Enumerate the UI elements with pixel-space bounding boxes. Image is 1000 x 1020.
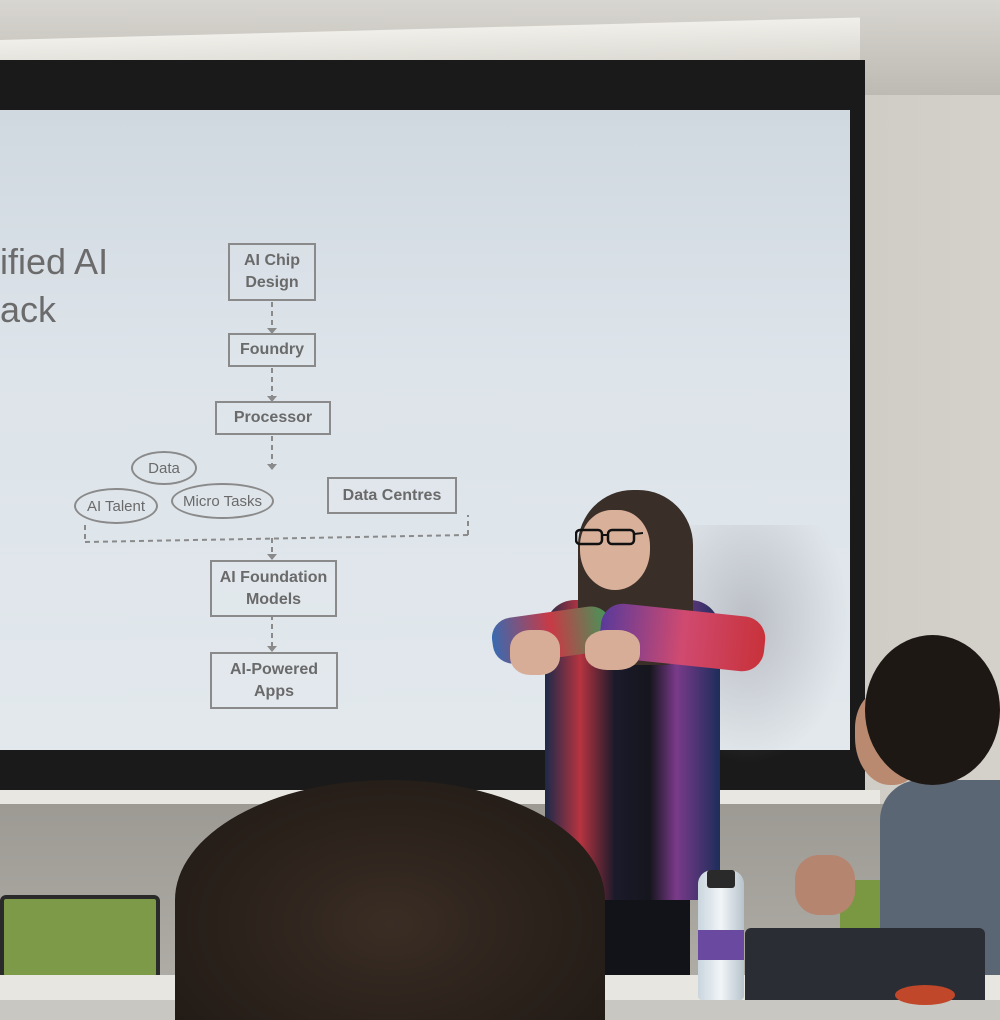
box-ai-foundation-models-line-1: AI Foundation bbox=[219, 568, 328, 586]
presenter-left-hand bbox=[510, 630, 560, 675]
slide-title-line-1: ified AI bbox=[0, 241, 109, 282]
audience-member-hair bbox=[865, 635, 1000, 785]
box-processor-label: Processor bbox=[233, 409, 313, 426]
presenter-right-hand bbox=[585, 630, 640, 670]
foreground-head-hair bbox=[175, 780, 605, 1020]
box-data-centres-label: Data Centres bbox=[342, 486, 442, 504]
laptop-sticker bbox=[895, 985, 955, 1005]
slide-title: ified AI ack bbox=[0, 238, 108, 334]
box-foundry: Foundry bbox=[228, 333, 316, 367]
box-processor: Processor bbox=[215, 401, 331, 435]
bottle-label bbox=[698, 930, 744, 960]
slide-title-line-2: ack bbox=[0, 289, 57, 330]
green-chair bbox=[0, 895, 160, 980]
oval-ai-talent: AI Talent bbox=[74, 488, 158, 524]
box-ai-powered-apps: AI-Powered Apps bbox=[210, 652, 338, 709]
box-ai-powered-apps-line-2: Apps bbox=[254, 682, 294, 700]
box-ai-powered-apps-line-1: AI-Powered bbox=[229, 660, 318, 678]
presenter-face bbox=[580, 510, 650, 590]
box-ai-chip-design: AI Chip Design bbox=[228, 243, 316, 301]
box-foundry-label: Foundry bbox=[240, 341, 304, 358]
oval-ai-talent-label: AI Talent bbox=[86, 497, 146, 515]
diagram-connectors bbox=[84, 302, 469, 652]
box-ai-foundation-models: AI Foundation Models bbox=[210, 560, 337, 617]
oval-micro-tasks-label: Micro Tasks bbox=[183, 492, 262, 510]
box-data-centres: Data Centres bbox=[327, 477, 457, 514]
oval-data-label: Data bbox=[148, 459, 180, 477]
box-ai-foundation-models-line-2: Models bbox=[245, 590, 302, 608]
oval-micro-tasks: Micro Tasks bbox=[171, 483, 274, 519]
glasses-icon bbox=[575, 528, 643, 546]
box-ai-chip-design-line-1: AI Chip bbox=[244, 252, 300, 269]
oval-data: Data bbox=[131, 451, 197, 485]
audience-member-hand bbox=[795, 855, 855, 915]
box-ai-chip-design-line-2: Design bbox=[245, 274, 299, 291]
bottle-cap bbox=[707, 870, 735, 888]
